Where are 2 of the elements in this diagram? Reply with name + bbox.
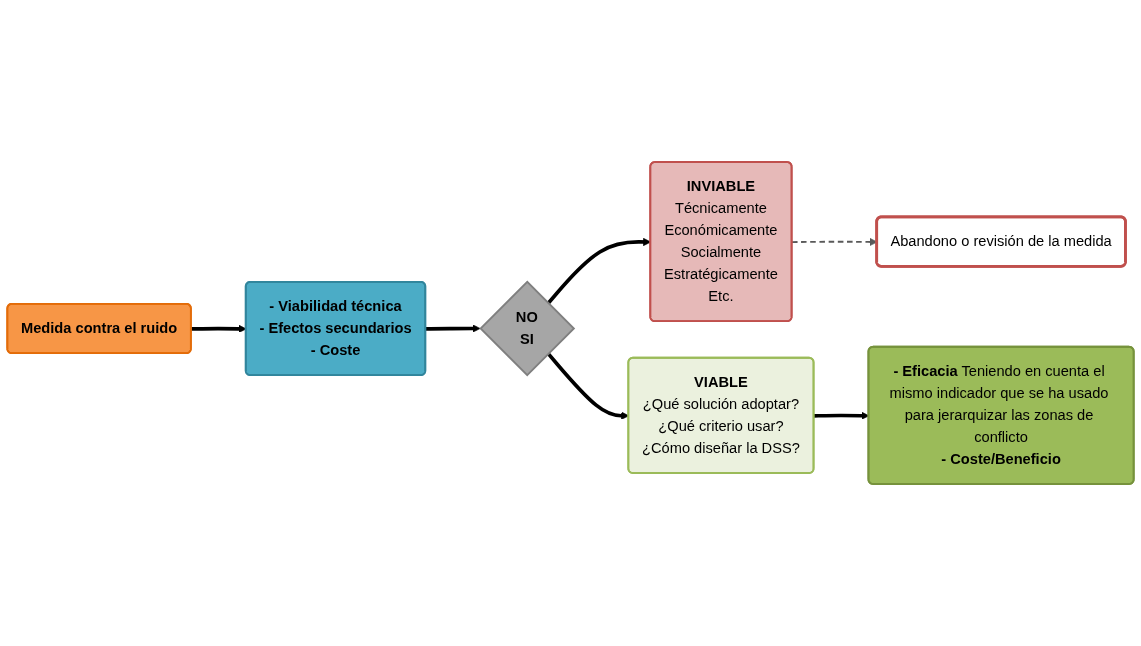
node-diamond: NO SI — [479, 280, 576, 377]
arrow — [425, 324, 481, 333]
